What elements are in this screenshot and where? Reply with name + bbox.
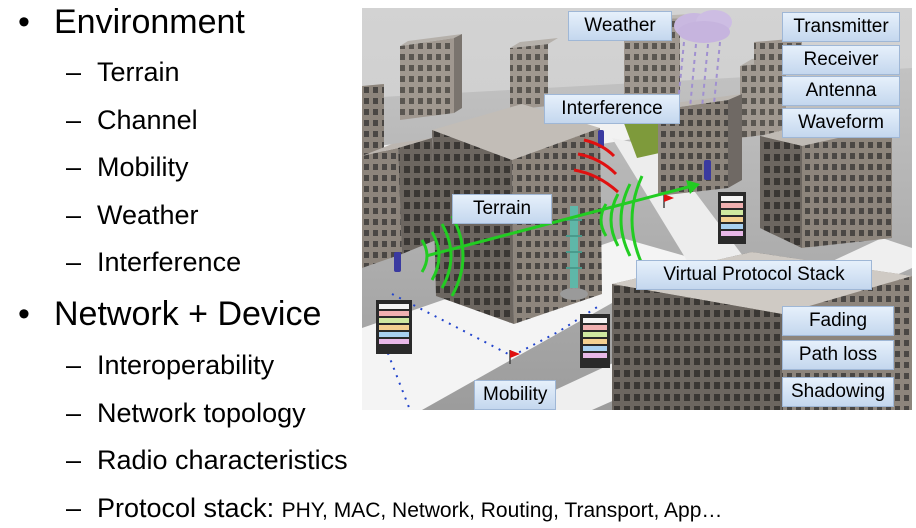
building xyxy=(740,60,786,138)
label-virtual-protocol-stack: Virtual Protocol Stack xyxy=(636,260,872,290)
main-building-right-face xyxy=(512,128,602,324)
building xyxy=(362,84,384,170)
protocol-stack-icon xyxy=(580,314,610,368)
signal-arrow xyxy=(425,184,693,258)
subitem-interference: –Interference xyxy=(66,247,242,277)
city-scene: Weather Interference Terrain Mobility Vi… xyxy=(362,8,912,410)
label-interference: Interference xyxy=(544,94,680,124)
bullet-dot: • xyxy=(18,3,30,41)
flag-marker xyxy=(663,194,674,208)
bullet-dot: • xyxy=(18,295,30,333)
bullet-environment: •Environment xyxy=(18,3,245,41)
label-waveform: Waveform xyxy=(782,108,900,138)
signal-arrow-head xyxy=(686,180,700,194)
label-receiver: Receiver xyxy=(782,45,900,75)
radio-device-icon xyxy=(704,160,711,180)
main-building-left-face xyxy=(432,130,514,324)
building xyxy=(510,44,548,110)
subitem-weather: –Weather xyxy=(66,200,199,230)
label-path-loss: Path loss xyxy=(782,340,894,370)
signal-waves-icon xyxy=(599,175,644,265)
label-shadowing: Shadowing xyxy=(782,377,894,407)
street xyxy=(362,238,692,410)
label-terrain: Terrain xyxy=(452,194,552,224)
bullet-network-device: •Network + Device xyxy=(18,295,322,333)
subitem-network-topology: –Network topology xyxy=(66,398,306,428)
mobility-path xyxy=(391,293,513,357)
subitem-radio-characteristics: –Radio characteristics xyxy=(66,445,348,475)
interference-waves-icon xyxy=(573,138,620,194)
subitem-terrain: –Terrain xyxy=(66,57,180,87)
subitem-mobility: –Mobility xyxy=(66,152,189,182)
label-mobility: Mobility xyxy=(474,380,556,410)
subitem-channel: –Channel xyxy=(66,105,198,135)
label-transmitter: Transmitter xyxy=(782,12,900,42)
radio-device-icon xyxy=(394,252,401,272)
subitem-protocol-stack: –Protocol stack: PHY, MAC, Network, Rout… xyxy=(66,493,723,523)
mobility-path xyxy=(511,303,603,357)
mobility-path xyxy=(381,337,411,410)
flag-marker xyxy=(509,350,520,364)
building xyxy=(362,148,402,268)
label-weather: Weather xyxy=(568,11,672,41)
label-fading: Fading xyxy=(782,306,894,336)
subitem-interoperability: –Interoperability xyxy=(66,350,275,380)
protocol-stack-icon xyxy=(376,300,412,354)
city-scene-drawing xyxy=(362,8,912,410)
rain-icon xyxy=(677,41,721,109)
protocol-stack-icon xyxy=(718,192,746,244)
antenna-tower xyxy=(560,206,588,300)
label-antenna: Antenna xyxy=(782,76,900,106)
building xyxy=(400,38,454,120)
radio-device-icon xyxy=(598,130,604,148)
cloud-icon xyxy=(674,10,732,43)
